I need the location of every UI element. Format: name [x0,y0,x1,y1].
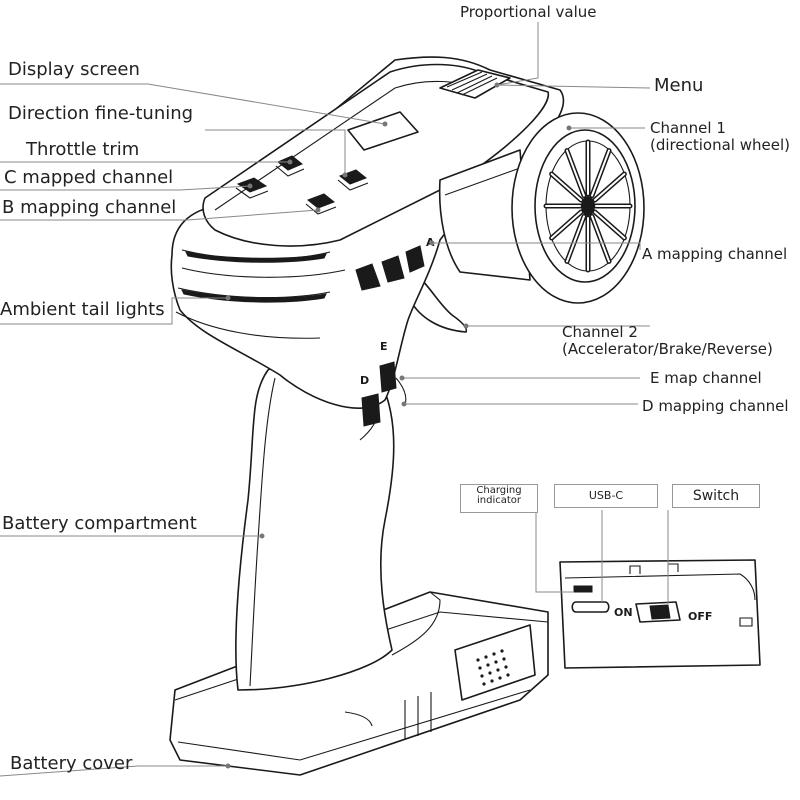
inset-on: ON [614,606,633,619]
battery-base [169,591,549,776]
label-throttle-trim: Throttle trim [26,139,140,160]
channel-2-title: Channel 2 [562,323,638,341]
wheel-spoke-highlight [550,211,583,239]
channel-2-subtitle: (Accelerator/Brake/Reverse) [562,339,773,358]
charging-indicator-line2: indicator [476,495,522,506]
label-menu: Menu [654,75,704,96]
steering-wheel [511,112,645,304]
wheel-hub [581,196,595,216]
tail-light-lower [181,289,327,303]
channel-1-subtitle: (directional wheel) [650,135,790,154]
display-screen [347,111,419,151]
inset-off: OFF [688,610,712,623]
inset-detail: ON OFF [535,510,761,669]
label-display-screen: Display screen [8,59,140,80]
label-battery-cover: Battery cover [10,753,133,774]
label-d-mapping-channel: D mapping channel [642,397,789,415]
controller-body: A D E [169,56,645,776]
label-b-mapping-channel: B mapping channel [2,197,177,218]
label-ambient-tail-lights: Ambient tail lights [0,299,165,320]
menu-rocker [439,69,511,99]
leader-lines [0,22,651,777]
usb-c-port [571,601,610,613]
label-e-map-channel: E map channel [650,369,762,387]
charging-led [573,585,593,593]
wheel-mount [438,149,531,281]
silk-e: E [380,340,388,353]
charging-indicator-line1: Charging [476,485,522,496]
label-switch: Switch [672,484,760,508]
label-charging-indicator: Charging indicator [460,484,538,513]
label-battery-compartment: Battery compartment [2,513,197,534]
label-channel-1: Channel 1 (directional wheel) [650,120,790,153]
label-direction-fine-tuning: Direction fine-tuning [8,103,194,124]
wheel-spoke-highlight [593,211,626,239]
wheel-spoke-highlight [591,149,610,197]
silk-d: D [360,374,369,387]
label-channel-2: Channel 2 (Accelerator/Brake/Reverse) [562,324,773,357]
label-c-mapped-channel: C mapped channel [4,167,174,188]
label-proportional-value: Proportional value [460,3,597,21]
wheel-spoke-highlight [593,173,626,201]
speaker-holes [476,649,510,686]
label-usb-c: USB-C [554,484,658,508]
wheel-spoke-highlight [566,149,585,197]
channel-1-title: Channel 1 [650,119,726,137]
d-e-wheels: D E [360,340,407,427]
wheel-spoke-highlight [591,215,610,263]
wheel-spoke-highlight [566,215,585,263]
label-a-mapping-channel: A mapping channel [642,245,788,263]
wheel-spoke-highlight [550,173,583,201]
